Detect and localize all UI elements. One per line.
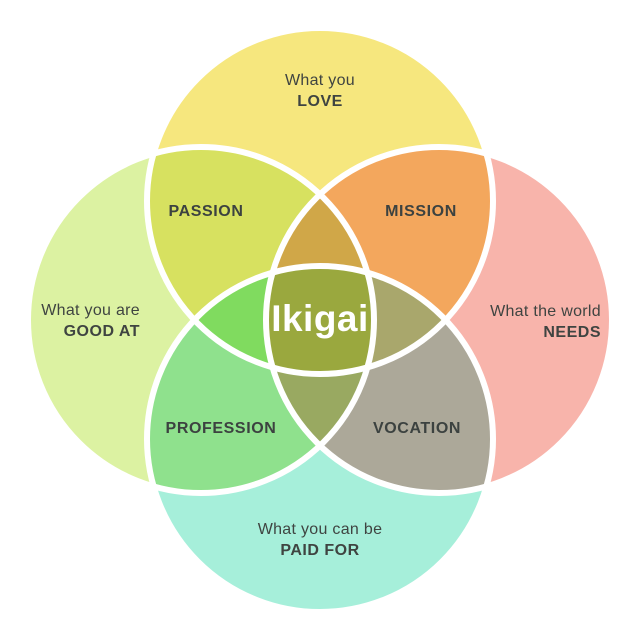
vocation-label: VOCATION (372, 420, 462, 437)
needs-label-line1: What the world (490, 303, 601, 320)
love-goodat-needs-region (266, 147, 374, 374)
needs-label: What the world NEEDS (441, 301, 601, 343)
ikigai-label: Ikigai (271, 298, 369, 339)
good-at-label-line1: What you are (41, 302, 140, 319)
mission-label: MISSION (385, 203, 457, 220)
paid-for-label-line2: PAID FOR (280, 542, 360, 559)
needs-label-line2: NEEDS (543, 324, 601, 341)
love-circle-outline (144, 25, 496, 377)
passion-label: PASSION (168, 203, 244, 220)
paid-for-label: What you can be PAID FOR (220, 519, 420, 561)
love-label: What you LOVE (220, 70, 420, 112)
love-label-line1: What you (285, 72, 355, 89)
paid-for-label-line1: What you can be (257, 521, 383, 538)
love-label-line2: LOVE (297, 93, 343, 110)
love-needs-paidfor-region (266, 266, 493, 374)
circle-outlines (25, 25, 615, 615)
goodat-needs-paidfor-region (266, 266, 374, 493)
needs-circle-outline (263, 144, 615, 496)
love-goodat-paidfor-region (147, 266, 374, 374)
good-at-label-line2: GOOD AT (63, 323, 140, 340)
good-at-circle-outline (25, 144, 377, 496)
good-at-label: What you are GOOD AT (0, 300, 140, 342)
paid-for-circle-outline (144, 263, 496, 615)
profession-label: PROFESSION (165, 420, 277, 437)
